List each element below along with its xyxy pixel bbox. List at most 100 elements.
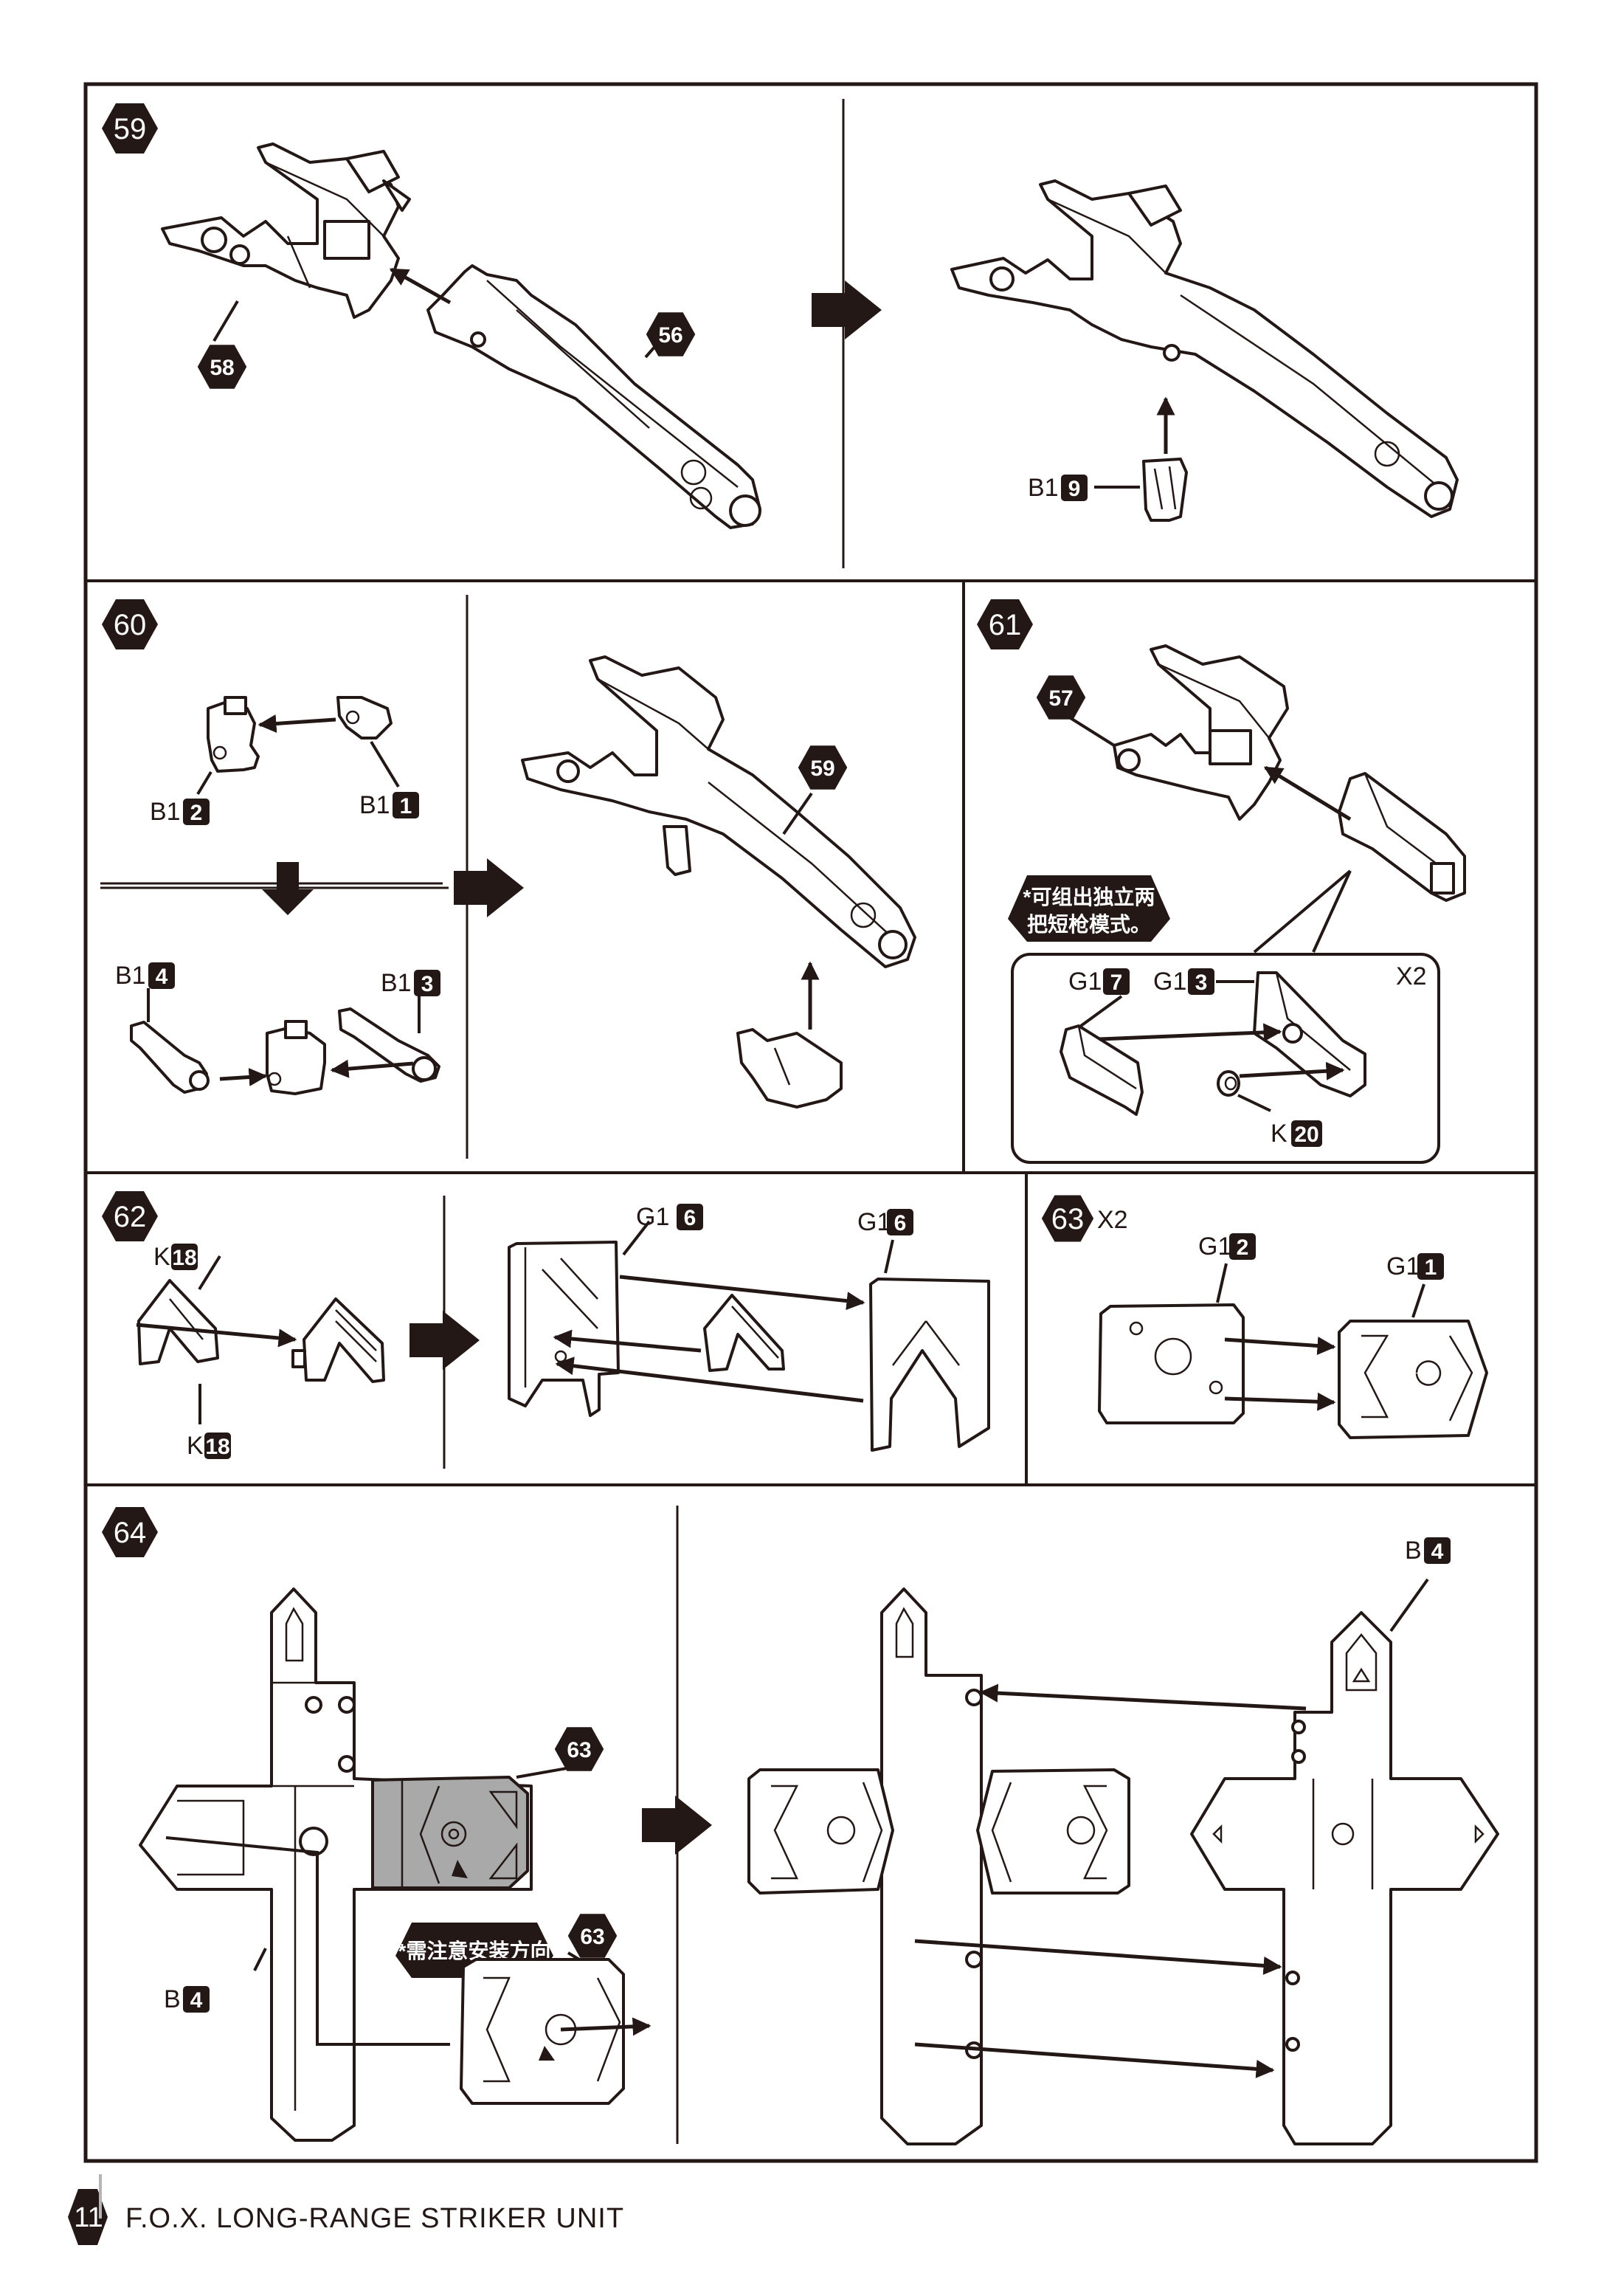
part-illustration-grip [736,1028,843,1109]
part-callout-g1-2: G1 2 [1198,1233,1256,1261]
svg-text:63: 63 [580,1925,604,1949]
assembly-arrow [1263,765,1352,821]
step-number-badge: 61 [977,599,1033,649]
svg-text:62: 62 [114,1201,147,1233]
step-60: 60 B1 2 B1 1 [100,599,916,1109]
part-callout-b1-1: B1 1 [359,791,419,819]
part-callout-b-4-left: B 4 [164,1985,210,2013]
step-64: 64 63 *需注意安装方向 [102,1507,1499,2145]
part-illustration-g1-1 [1338,1320,1488,1439]
next-step-arrow [812,280,882,339]
part-callout-b1-3: B1 3 [381,969,440,997]
assembly-arrow [914,1939,1282,1975]
svg-text:K: K [1271,1120,1288,1148]
part-illustration-b1-9 [1142,458,1188,522]
svg-text:63: 63 [1051,1203,1085,1235]
svg-text:G1: G1 [636,1203,669,1231]
part-callout-g1-3: G1 3 [1153,968,1214,996]
svg-text:4: 4 [1431,1540,1444,1564]
svg-text:57: 57 [1048,686,1073,711]
detail-pointer [1312,870,1352,953]
next-step-arrow [454,858,524,917]
part-illustration-b1-4 [130,1021,210,1094]
svg-text:3: 3 [1195,971,1208,995]
step-number-badge: 59 [102,103,158,154]
part-callout-g1-6-front: G1 6 [636,1203,703,1231]
svg-text:B1: B1 [1028,474,1059,502]
assembled-illustration-59 [950,179,1459,518]
svg-text:18: 18 [172,1246,196,1270]
part-illustration-63-installed [371,1776,529,1889]
svg-text:11: 11 [74,2202,103,2233]
svg-text:4: 4 [190,1988,203,2013]
part-illustration-g1-7 [1060,1024,1144,1116]
svg-text:2: 2 [190,801,203,825]
leader-line [212,300,239,342]
svg-text:56: 56 [658,323,682,348]
svg-text:59: 59 [114,113,147,145]
step-ref-badge-63-b: 63 [567,1914,618,1958]
leader-line [782,792,813,835]
detail-box [1011,953,1440,1164]
leader-line [198,1255,221,1291]
part-illustration-g1-6-back [869,1278,990,1452]
step-number-badge: 60 [102,599,158,649]
svg-text:6: 6 [894,1211,907,1235]
part-illustration-56 [426,264,761,529]
part-illustration-b1-2 [207,696,260,773]
part-illustration-58 [161,142,411,319]
svg-text:K: K [187,1432,204,1460]
svg-text:7: 7 [1110,971,1123,995]
page-number-badge: 11 [68,2174,108,2245]
part-illustration-b1-3 [338,1007,440,1083]
assembly-arrow [914,2042,1275,2078]
leader-line [1237,1094,1271,1112]
svg-text:60: 60 [114,609,147,641]
leader-line [622,1220,651,1256]
assembly-arrow [1239,1061,1345,1080]
svg-text:3: 3 [421,972,434,996]
step-ref-badge-59: 59 [798,745,848,790]
step-number-badge: 62 [102,1191,158,1241]
svg-text:把短枪模式。: 把短枪模式。 [1027,912,1151,936]
step-62: 62 K 18 K 18 [102,1191,990,1460]
svg-text:K: K [153,1243,170,1271]
part-illustration-g1-3-assembled [1338,772,1466,902]
svg-text:20: 20 [1294,1123,1318,1147]
assembly-arrow [219,1067,268,1086]
step-ref-badge-57: 57 [1036,675,1086,720]
part-illustration-b1-1 [336,696,393,740]
quantity-label: X2 [1097,1206,1128,1234]
part-illustration-g1-6-front [508,1241,620,1417]
svg-text:4: 4 [156,965,168,989]
part-illustration-k-20 [1217,1070,1240,1097]
svg-text:G1: G1 [857,1208,891,1236]
assembly-arrow [619,1275,865,1311]
assembly-arrow [136,1323,297,1348]
step-ref-badge-63-a: 63 [554,1727,604,1771]
part-callout-k-18-top: K 18 [153,1243,198,1271]
svg-text:1: 1 [400,794,412,818]
svg-text:G1: G1 [1153,968,1186,996]
part-callout-b1-9: B1 9 [1028,474,1088,502]
page-footer: 11 F.O.X. LONG-RANGE STRIKER UNIT [68,2174,623,2245]
alignment-line [165,1836,450,2046]
next-step-arrow [409,1311,480,1370]
part-illustration-63-loose [460,1958,625,2105]
assembly-arrow [1224,1392,1336,1411]
step-59: 59 58 [102,103,1459,529]
svg-text:B1: B1 [150,798,181,826]
svg-text:*可组出独立两: *可组出独立两 [1023,885,1155,909]
leader-line [196,770,212,796]
assembled-illustration-60 [521,655,916,968]
svg-text:B1: B1 [381,969,412,997]
svg-text:18: 18 [205,1435,229,1459]
step-number-badge: 63 [1041,1195,1094,1242]
leader-line [1411,1283,1425,1318]
detail-pointer [1253,869,1352,954]
assembly-arrow [1224,1337,1336,1355]
leader-line [1216,1263,1228,1303]
svg-text:2: 2 [1237,1235,1249,1260]
